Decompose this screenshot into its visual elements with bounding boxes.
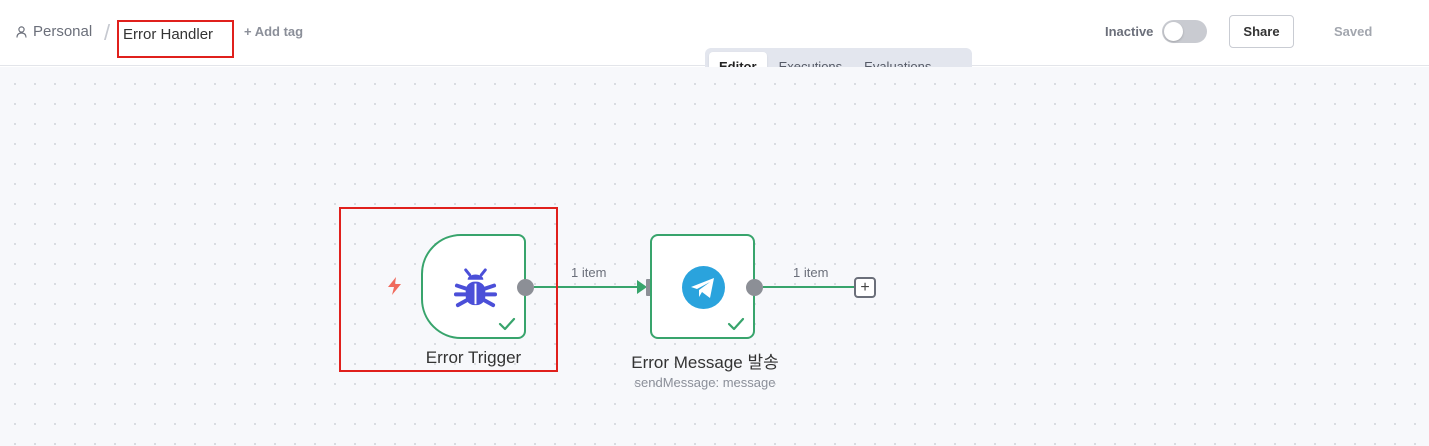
- add-tag-button[interactable]: + Add tag: [244, 24, 304, 39]
- success-check-icon: [727, 317, 745, 331]
- connection-label: 1 item: [571, 265, 607, 280]
- breadcrumb-project[interactable]: Personal: [16, 23, 92, 40]
- node-label: Error Message 발송: [631, 353, 779, 372]
- workflow-canvas[interactable]: [0, 67, 1429, 446]
- active-status-label: Inactive: [1105, 24, 1154, 39]
- breadcrumb-separator: /: [104, 20, 111, 45]
- active-toggle[interactable]: [1162, 20, 1207, 43]
- node-label: Error Trigger: [425, 348, 522, 367]
- connection-arrowhead: [637, 280, 647, 294]
- telegram-icon: [682, 266, 725, 309]
- success-check-icon: [498, 317, 516, 331]
- toggle-knob: [1164, 22, 1183, 41]
- connection-label: 1 item: [793, 265, 829, 280]
- node-error-trigger[interactable]: [421, 234, 526, 339]
- user-icon: [16, 25, 27, 38]
- output-port[interactable]: [746, 279, 763, 296]
- node-subtitle: sendMessage: message: [634, 375, 776, 390]
- output-port[interactable]: [517, 279, 534, 296]
- selection-highlight: [339, 207, 558, 372]
- breadcrumb-project-label: Personal: [33, 23, 93, 40]
- add-node-button[interactable]: +: [854, 277, 876, 298]
- lightning-bolt-icon: [388, 277, 401, 295]
- save-status: Saved: [1334, 24, 1373, 39]
- workflow-name[interactable]: Error Handler: [117, 20, 234, 58]
- share-button[interactable]: Share: [1229, 15, 1294, 48]
- node-error-message[interactable]: [650, 234, 755, 339]
- bug-icon: [453, 268, 498, 308]
